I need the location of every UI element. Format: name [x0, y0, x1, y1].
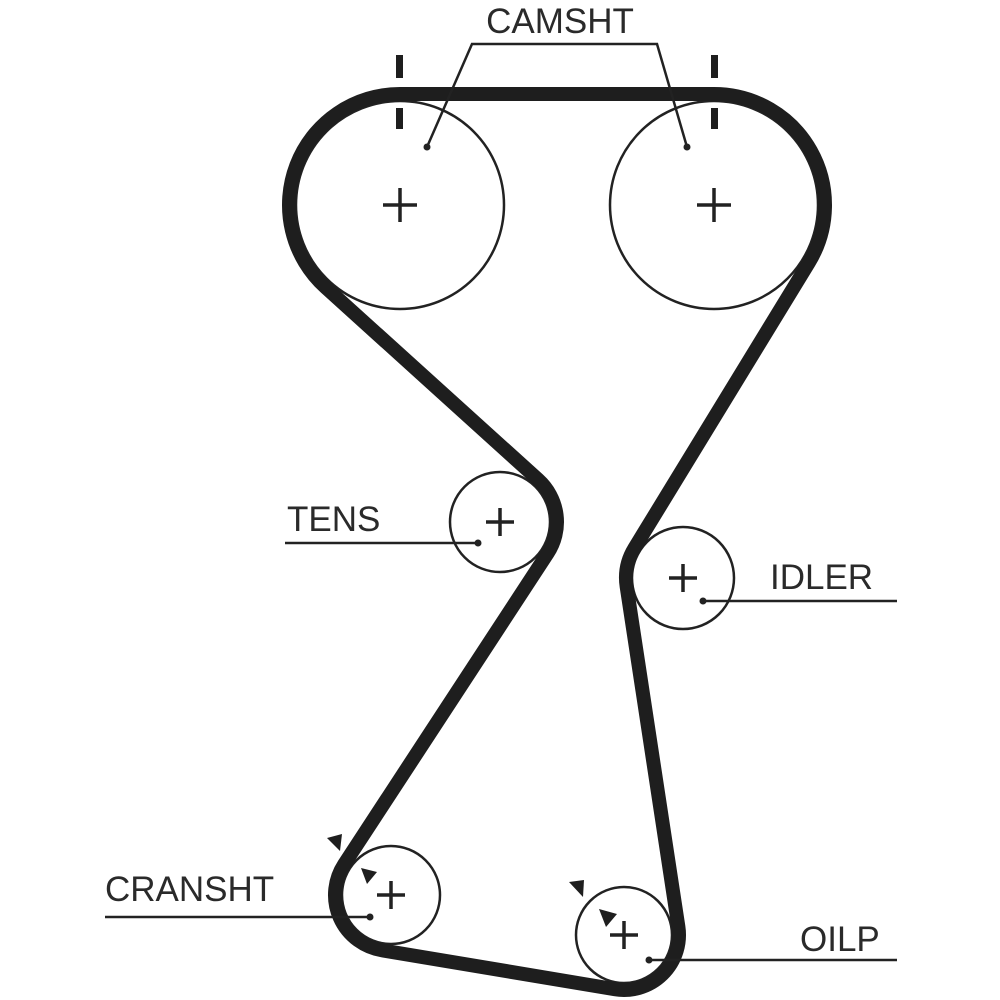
oil-pump-label: OILP: [800, 920, 880, 959]
camshaft-leader: [425, 42, 689, 148]
center-plus-icon: [377, 881, 405, 909]
tensioner-pulley: [448, 470, 552, 574]
center-plus-icon: [697, 188, 731, 222]
leader-dot: [683, 143, 691, 151]
timing-mark-right-upper: [711, 55, 718, 78]
leader-dot: [645, 956, 653, 964]
crank-alignment-arrow-outer: [327, 834, 342, 851]
crankshaft-label: CRANSHT: [105, 870, 274, 909]
timing-mark-right-lower: [711, 108, 718, 129]
camshaft-label: CAMSHT: [486, 2, 634, 41]
timing-belt: [282, 87, 832, 997]
timing-mark-left-lower: [396, 108, 403, 129]
pulleys: [294, 99, 820, 985]
oilpump-alignment-arrow-outer: [569, 880, 584, 897]
oil-pump-pulley: [574, 885, 674, 985]
leader-dot: [699, 597, 707, 605]
leader-dot: [366, 913, 374, 921]
center-plus-icon: [669, 564, 697, 592]
tensioner-label: TENS: [287, 500, 380, 539]
timing-mark-left-upper: [396, 55, 403, 78]
crank-alignment-arrow-inner: [361, 868, 377, 884]
crankshaft-pulley: [340, 844, 442, 946]
center-plus-icon: [383, 188, 417, 222]
idler-label: IDLER: [770, 558, 873, 597]
leader-dot: [474, 539, 482, 547]
oilpump-alignment-arrow-inner: [599, 909, 617, 927]
leader-dot: [423, 143, 431, 151]
center-plus-icon: [486, 508, 514, 536]
center-plus-icon: [610, 921, 638, 949]
